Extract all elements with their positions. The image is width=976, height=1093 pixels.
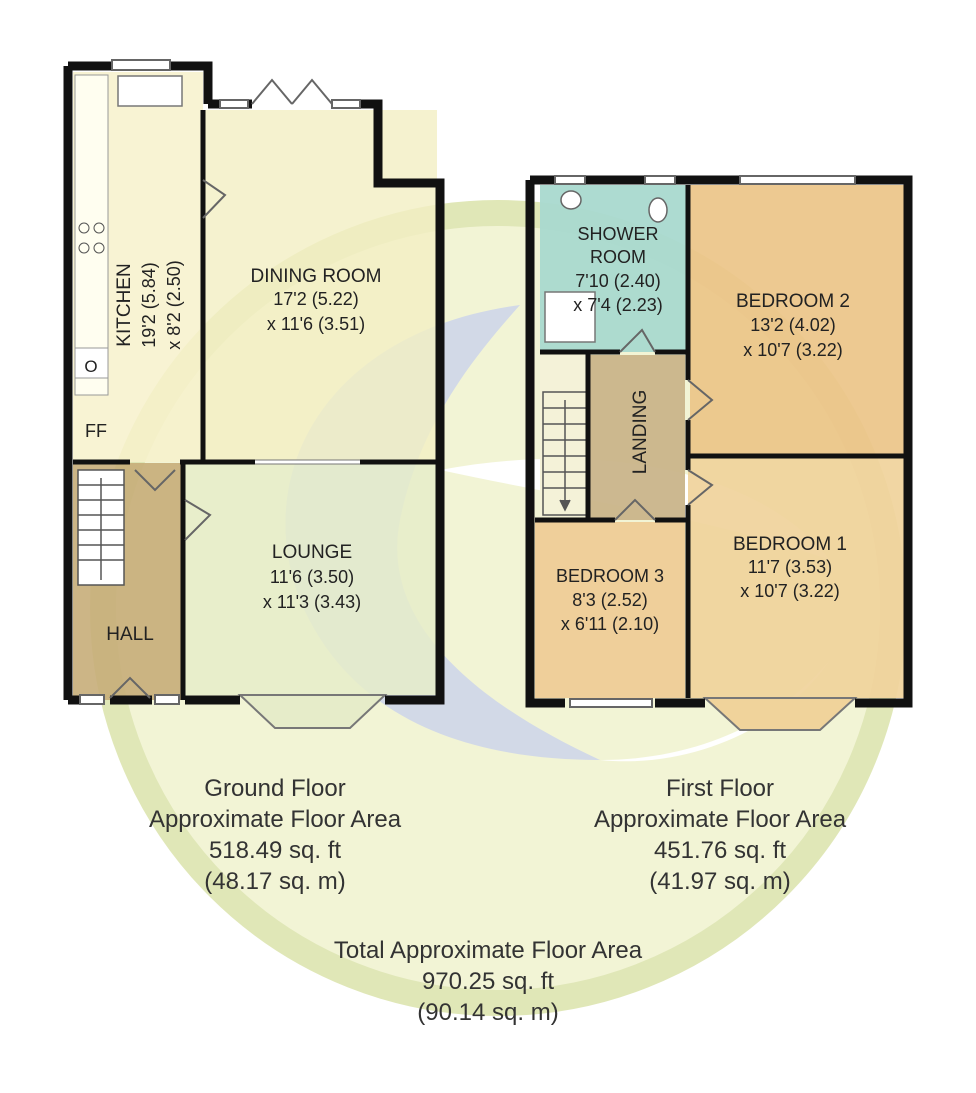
total-area: Total Approximate Floor Area 970.25 sq. … — [288, 935, 688, 1028]
kitchen-dims-1: 19'2 (5.84) — [139, 262, 159, 348]
bedroom-2-dims-1: 13'2 (4.02) — [750, 315, 836, 335]
shower-room-dims-2: x 7'4 (2.23) — [573, 295, 662, 315]
total-area-sqft: 970.25 sq. ft — [421, 968, 555, 995]
bedroom-3-label: BEDROOM 3 — [556, 566, 664, 586]
bedroom-1-label: BEDROOM 1 — [733, 534, 847, 555]
bedroom-2-dims-2: x 10'7 (3.22) — [743, 340, 843, 360]
first-floor-sqm: (41.97 sq. m) — [649, 868, 791, 895]
shower-room-dims-1: 7'10 (2.40) — [575, 271, 661, 291]
ground-floor-plan: KITCHEN 19'2 (5.84) x 8'2 (2.50) O FF DI… — [63, 59, 445, 729]
shower-room-label-2: ROOM — [590, 247, 646, 267]
first-floor-title: First Floor — [666, 775, 774, 802]
total-area-sqm: (90.14 sq. m) — [417, 999, 559, 1026]
bedroom-1-dims-2: x 10'7 (3.22) — [740, 581, 840, 601]
stairs-first — [542, 391, 588, 516]
landing-room — [590, 355, 685, 520]
oven-box — [74, 347, 109, 379]
basin-icon — [560, 190, 582, 210]
bedroom-1-bay-window — [702, 697, 858, 731]
fridge-freezer-label: FF — [85, 421, 107, 441]
oven-label: O — [84, 357, 97, 376]
bedroom-2-label: BEDROOM 2 — [736, 291, 850, 312]
bedroom-3-dims-1: 8'3 (2.52) — [572, 590, 647, 610]
shower-room-label-1: SHOWER — [578, 224, 659, 244]
kitchen-counter — [74, 74, 109, 396]
hall-label: HALL — [106, 624, 154, 645]
kitchen-sink — [117, 75, 183, 107]
first-walls — [525, 175, 913, 708]
bedroom-3-dims-2: x 6'11 (2.10) — [561, 614, 659, 634]
kitchen-dims-2: x 8'2 (2.50) — [164, 260, 184, 349]
ground-floor-subtitle: Approximate Floor Area — [148, 806, 402, 833]
dining-room-label: DINING ROOM — [251, 266, 382, 287]
first-floor-area: First Floor Approximate Floor Area 451.7… — [555, 773, 885, 897]
kitchen-label: KITCHEN — [114, 263, 135, 346]
lounge-room — [185, 463, 437, 695]
lounge-label: LOUNGE — [272, 542, 352, 563]
dining-room — [205, 110, 437, 462]
total-area-title: Total Approximate Floor Area — [333, 937, 643, 964]
first-floor-plan: SHOWER ROOM 7'10 (2.40) x 7'4 (2.23) BED… — [525, 175, 913, 731]
dining-room-dims-2: x 11'6 (3.51) — [267, 314, 365, 334]
lounge-dims-1: 11'6 (3.50) — [270, 567, 354, 587]
shower-tray — [544, 291, 596, 343]
bedroom-1-room — [688, 458, 905, 698]
hob-icon — [78, 222, 90, 234]
ground-floor-sqm: (48.17 sq. m) — [204, 868, 346, 895]
ground-floor-sqft: 518.49 sq. ft — [208, 837, 342, 864]
lounge-bay-window — [237, 694, 388, 729]
toilet-icon — [648, 197, 668, 223]
first-floor-subtitle: Approximate Floor Area — [593, 806, 847, 833]
bedroom-1-dims-1: 11'7 (3.53) — [748, 557, 832, 577]
bedroom-2-room — [690, 185, 905, 455]
first-floor-sqft: 451.76 sq. ft — [653, 837, 787, 864]
ground-floor-area: Ground Floor Approximate Floor Area 518.… — [110, 773, 440, 897]
bedroom-3-room — [535, 522, 685, 698]
patio-doors — [251, 78, 333, 105]
dining-room-dims-1: 17'2 (5.22) — [273, 289, 359, 309]
lounge-dims-2: x 11'3 (3.43) — [263, 592, 361, 612]
ground-floor-title: Ground Floor — [204, 775, 346, 802]
landing-label: LANDING — [630, 390, 651, 474]
stairs-ground — [77, 469, 125, 586]
